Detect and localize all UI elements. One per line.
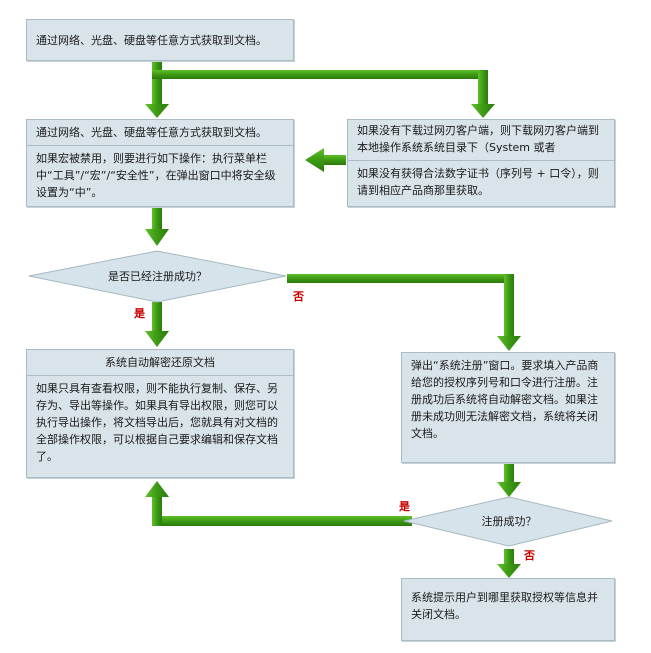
no-label-2: 否 [524,549,535,562]
arrow-success-yes [145,481,412,526]
final-notice-box: 系统提示用户到哪里获取授权等信息并关闭文档。 [401,578,615,641]
macro-settings-detail: 如果宏被禁用，则要进行如下操作：执行菜单栏中“工具”/“宏”/“安全性”，在弹出… [27,145,293,205]
register-popup-text: 弹出“系统注册”窗口。要求填入产品商给您的授权序列号和口令进行注册。注册成功后系… [411,359,599,440]
no-label-1: 否 [293,290,304,303]
decision-success-label: 注册成功？ [481,515,537,528]
arrow-decision-yes [145,302,169,347]
macro-settings-title: 通过网络、光盘、硬盘等任意方式获取到文档。 [36,126,267,139]
decision-registered-shape [28,250,287,303]
auto-decrypt-box: 系统自动解密还原文档 如果只具有查看权限，则不能执行复制、保存、另存为、导出等操… [26,349,294,478]
register-popup-box: 弹出“系统注册”窗口。要求填入产品商给您的授权序列号和口令进行注册。注册成功后系… [401,352,615,463]
final-notice-text: 系统提示用户到哪里获取授权等信息并关闭文档。 [411,591,598,621]
macro-settings-box: 通过网络、光盘、硬盘等任意方式获取到文档。 如果宏被禁用，则要进行如下操作：执行… [26,119,294,207]
arrow-decision-no [287,274,521,351]
start-box: 通过网络、光盘、硬盘等任意方式获取到文档。 [26,19,294,61]
arrow-right-to-left [305,148,346,172]
arrow-success-no [497,549,521,578]
arrow-register-to-decision [497,463,521,497]
yes-label-1: 是 [134,307,145,320]
download-client-box: 如果没有下载过网刃客户端，则下载网刃客户端到本地操作系统系统目录下（System… [347,119,615,207]
auto-decrypt-title: 系统自动解密还原文档 [105,356,215,369]
arrow-left-to-decision [145,206,169,246]
auto-decrypt-detail: 如果只具有查看权限，则不能执行复制、保存、另存为、导出等操作。如果具有导出权限，… [27,375,293,469]
certificate-text: 如果没有获得合法数字证书（序列号 + 口令），则请到相应产品商那里获取。 [348,160,614,203]
arrow-start-to-right [152,70,495,118]
start-text: 通过网络、光盘、硬盘等任意方式获取到文档。 [36,34,267,47]
download-client-text: 如果没有下载过网刃客户端，则下载网刃客户端到本地操作系统系统目录下（System… [357,124,599,154]
arrow-start-to-left [145,62,169,118]
decision-registered-label: 是否已经注册成功？ [108,270,207,283]
yes-label-2: 是 [399,500,410,513]
decision-success-shape [403,496,613,547]
